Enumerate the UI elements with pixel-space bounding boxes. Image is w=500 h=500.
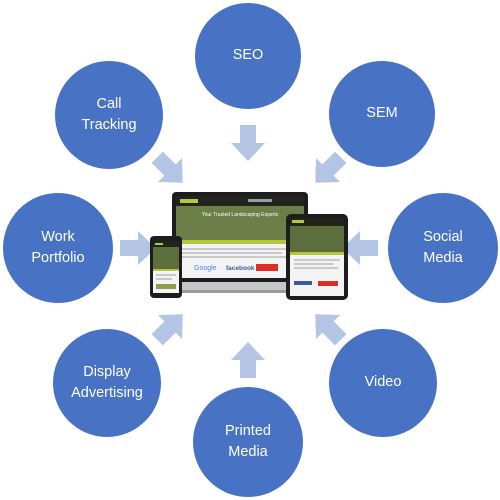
node-social-media-label-2: Media xyxy=(423,250,463,266)
node-seo: SEO xyxy=(195,3,301,109)
node-video: Video xyxy=(329,329,437,437)
devices-mockup-image: Google facebook Your Trusted Landscaping… xyxy=(128,186,358,311)
node-call-tracking: Call Tracking xyxy=(55,61,163,169)
node-sem-label: SEM xyxy=(366,105,398,122)
laptop-icon: Google facebook Your Trusted Landscaping… xyxy=(152,192,328,293)
mockup-facebook-label: facebook xyxy=(226,265,255,272)
arrow-down-icon xyxy=(228,123,268,163)
node-display-advertising: Display Advertising xyxy=(53,329,161,437)
node-social-media-label-1: Social xyxy=(423,228,463,245)
node-display-advertising-label-1: Display xyxy=(83,363,131,380)
node-work-portfolio: Work Portfolio xyxy=(3,193,113,303)
node-seo-label: SEO xyxy=(232,47,264,64)
node-work-portfolio-label-2: Portfolio xyxy=(31,250,85,266)
mockup-headline: Your Trusted Landscaping Experts xyxy=(202,212,279,218)
arrow-up-left-icon xyxy=(300,299,357,356)
node-call-tracking-label-1: Call xyxy=(96,95,122,112)
tablet-icon xyxy=(286,214,348,300)
node-printed-media: Printed Media xyxy=(193,387,303,497)
arrow-down-left-icon xyxy=(300,142,357,199)
node-video-label: Video xyxy=(364,374,402,391)
arrow-up-icon xyxy=(228,340,268,380)
arrow-up-right-icon xyxy=(142,299,199,356)
node-work-portfolio-label-1: Work xyxy=(41,228,75,245)
node-social-media: Social Media xyxy=(388,193,498,303)
node-call-tracking-label-2: Tracking xyxy=(81,117,137,133)
arrow-down-right-icon xyxy=(142,142,199,199)
arrow-right-icon xyxy=(118,228,158,268)
node-sem: SEM xyxy=(329,61,435,167)
phone-icon xyxy=(150,236,182,298)
node-display-advertising-label-2: Advertising xyxy=(71,385,143,401)
node-printed-media-label-2: Media xyxy=(228,444,268,460)
mockup-google-label: Google xyxy=(194,265,217,272)
node-printed-media-label-1: Printed xyxy=(225,422,271,439)
arrow-left-icon xyxy=(340,228,380,268)
